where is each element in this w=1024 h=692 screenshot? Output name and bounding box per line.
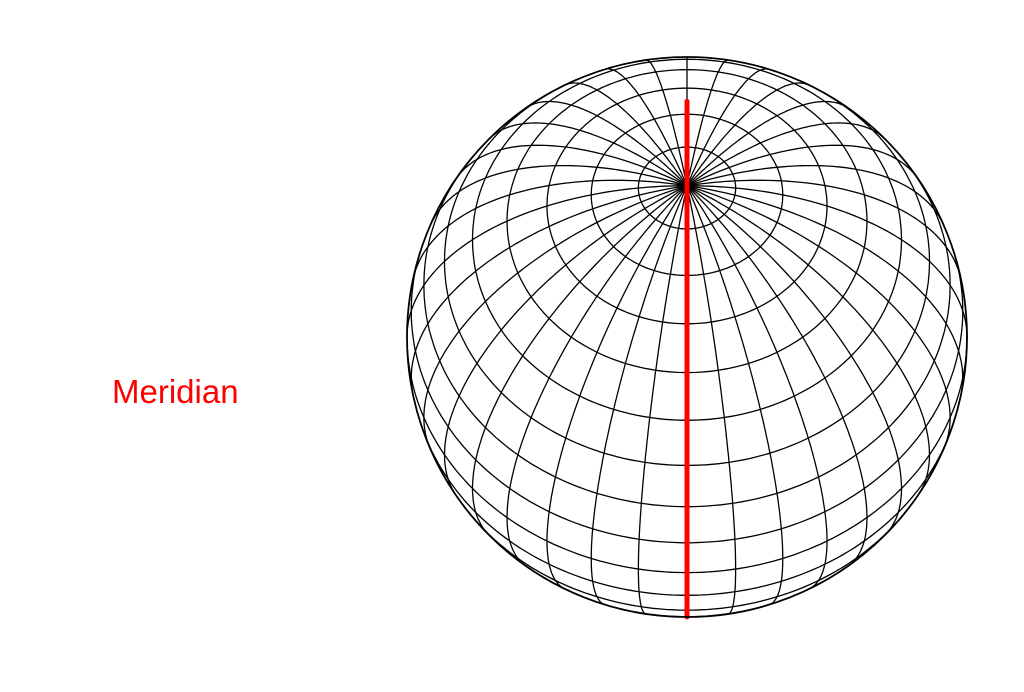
parallel-line [686, 428, 953, 596]
parallel-line [686, 336, 968, 574]
globe-grid [406, 57, 968, 618]
meridian-line [686, 122, 886, 187]
meridian-line [471, 185, 688, 534]
meridian-line [686, 185, 868, 566]
meridian-line [430, 164, 688, 224]
meridian-line [687, 185, 968, 338]
meridian-line [526, 100, 688, 187]
globe-outline [406, 56, 968, 618]
meridian-line [637, 185, 688, 615]
parallel-line [686, 159, 951, 508]
parallel-line [406, 343, 688, 574]
meridian-line [488, 122, 688, 187]
parallel-line [686, 79, 931, 467]
meridian-line [406, 185, 687, 335]
parallel-line [546, 87, 828, 325]
meridian-line [686, 185, 951, 449]
meridian-line [686, 185, 828, 589]
meridian-line [686, 82, 810, 187]
meridian-line [410, 185, 688, 393]
meridian-line [423, 185, 688, 449]
meridian-line [506, 185, 688, 566]
meridian-line [686, 100, 848, 187]
parallel-line [506, 69, 868, 374]
meridian-line [686, 185, 903, 534]
meridian-line [686, 68, 769, 186]
parallel-line [423, 159, 688, 508]
meridian-line [686, 185, 931, 494]
meridian-line [443, 185, 688, 494]
parallel-line [471, 58, 903, 421]
meridian-line [686, 59, 728, 186]
meridian-line [686, 164, 944, 224]
meridian-line [686, 185, 737, 615]
meridian-line [646, 59, 688, 186]
meridian-line [686, 185, 964, 393]
parallel-line [443, 79, 688, 467]
parallel-line [421, 428, 688, 596]
meridian-line [546, 185, 688, 589]
parallel-line [410, 250, 688, 544]
meridian-line [686, 179, 962, 279]
meridian-line [564, 82, 688, 187]
meridian-line [605, 68, 688, 186]
meridian-label: Meridian [112, 373, 239, 410]
parallel-line [686, 250, 964, 544]
meridian-line [412, 179, 688, 279]
